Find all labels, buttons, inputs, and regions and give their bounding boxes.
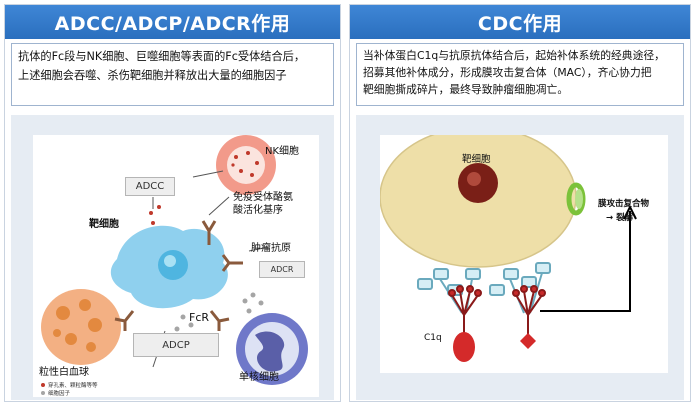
cdc-diagram: 靶细胞 膜攻击复合物 → 裂解 C1q	[379, 126, 668, 373]
granulocyte-label: 粒性白血球	[39, 367, 89, 378]
mac-label-line1: 膜攻击复合物	[598, 199, 650, 209]
legend-cytokine-text: 细胞因子	[48, 391, 71, 397]
cdc-description-line3: 靶细胞撕成碎片，最终导致肿瘤细胞凋亡。	[363, 83, 569, 96]
legend-dot-cytokine	[41, 391, 45, 395]
monocyte-label: 单核细胞	[239, 372, 279, 383]
nk-cell-label: NK细胞	[265, 146, 300, 157]
c1q-complex-right	[512, 285, 546, 341]
cdc-diagram-svg	[379, 126, 637, 362]
fcr-label: FcR	[189, 311, 210, 324]
adcc-panel-title: ADCC/ADCP/ADCR作用	[5, 5, 340, 39]
granule-dots	[149, 205, 264, 332]
legend-dot-granule	[41, 383, 45, 387]
cdc-target-label: 靶细胞	[462, 154, 491, 165]
mac-ring	[566, 182, 586, 216]
cdc-panel: CDC作用 当补体蛋白C1q与抗原抗体结合后，起始补体系统的经典途径， 招募其他…	[349, 4, 691, 402]
cdc-description: 当补体蛋白C1q与抗原抗体结合后，起始补体系统的经典途径， 招募其他补体成分，形…	[356, 43, 684, 106]
adcc-diagram-svg	[41, 135, 308, 395]
tumor-antigen-label: 肿瘤抗原	[251, 243, 291, 254]
target-cell-label: 靶细胞	[89, 219, 119, 230]
cdc-panel-title: CDC作用	[350, 5, 690, 39]
c1q-body-right	[520, 333, 536, 349]
adcp-label: ADCP	[133, 333, 219, 357]
adcc-panel: ADCC/ADCP/ADCR作用 抗体的Fc段与NK细胞、巨噬细胞等表面的Fc受…	[4, 4, 341, 402]
adcc-description: 抗体的Fc段与NK细胞、巨噬细胞等表面的Fc受体结合后， 上述细胞会吞噬、杀伤靶…	[11, 43, 334, 106]
adcc-diagram: ADCC NK细胞 免疫受体酪氨 酸活化基序 靶细胞 肿瘤抗原 ADCR FcR…	[33, 135, 319, 397]
adcc-figure-area: ADCC NK细胞 免疫受体酪氨 酸活化基序 靶细胞 肿瘤抗原 ADCR FcR…	[11, 115, 334, 400]
mac-arrow	[540, 204, 637, 312]
target-cell	[110, 225, 228, 309]
c1q-body-left	[453, 332, 475, 362]
cdc-figure-area: 靶细胞 膜攻击复合物 → 裂解 C1q	[356, 115, 684, 400]
arrow-lines	[152, 170, 270, 368]
adcr-label: ADCR	[259, 261, 305, 278]
nk-cell	[216, 135, 276, 195]
adcc-label: ADCC	[125, 177, 175, 196]
cdc-description-line2: 招募其他补体成分，形成膜攻击复合体（MAC），齐心协力把	[363, 66, 652, 79]
adcc-description-line2: 上述细胞会吞噬、杀伤靶细胞并释放出大量的细胞因子	[18, 69, 287, 82]
mac-label-line2: → 裂解	[606, 213, 634, 223]
receptor-label-line2: 酸活化基序	[233, 205, 283, 216]
granulocyte-cell	[41, 289, 121, 365]
c1q-label: C1q	[424, 333, 442, 343]
adcc-description-line1: 抗体的Fc段与NK细胞、巨噬细胞等表面的Fc受体结合后，	[18, 50, 306, 63]
cdc-description-line1: 当补体蛋白C1q与抗原抗体结合后，起始补体系统的经典途径，	[363, 49, 665, 62]
monocyte-cell	[236, 313, 308, 385]
antibody-group	[114, 220, 243, 331]
receptor-label-line1: 免疫受体酪氨	[233, 192, 293, 203]
legend-granule-text: 穿孔素、颗粒酶等等	[48, 383, 98, 389]
